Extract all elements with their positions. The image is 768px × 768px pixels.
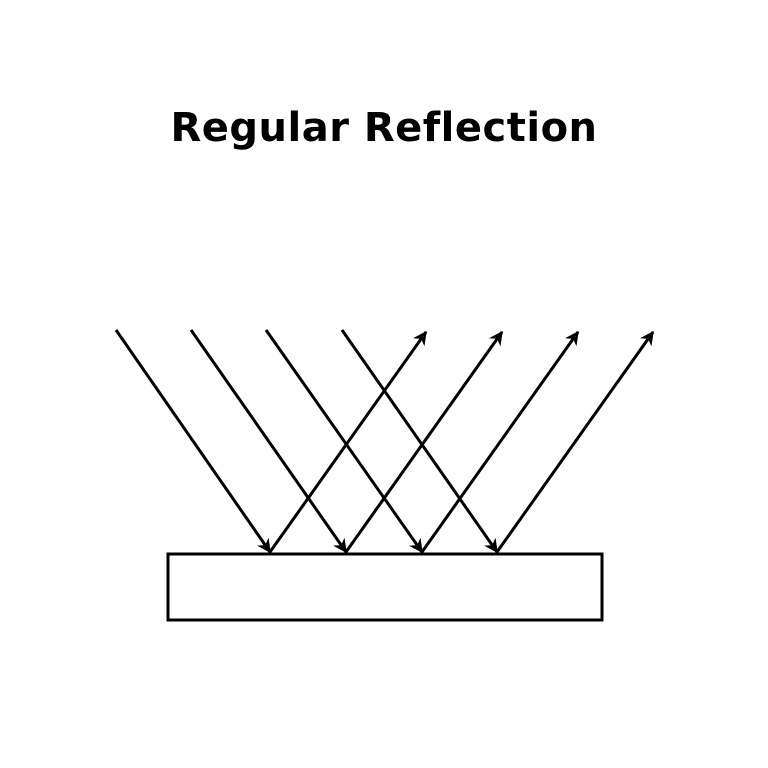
ray-2-incident: [189, 329, 348, 554]
diagram-title: Regular Reflection: [170, 105, 598, 151]
ray-4-incident: [340, 329, 499, 554]
ray-2-reflected: [344, 330, 504, 553]
ray-1-incident: [114, 329, 272, 554]
light-rays: [114, 329, 655, 554]
ray-3-reflected: [420, 330, 580, 553]
ray-1-reflected: [268, 330, 428, 553]
reflecting-surface: [166, 552, 604, 622]
ray-3-incident: [264, 329, 424, 554]
ray-4-reflected: [495, 330, 655, 553]
